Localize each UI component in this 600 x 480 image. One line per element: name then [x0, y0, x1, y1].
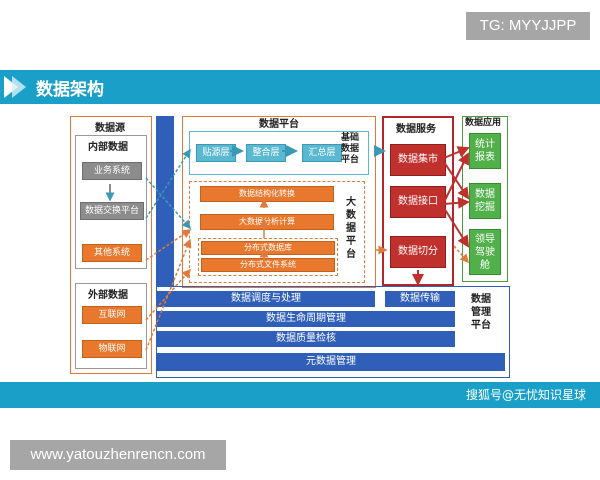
source-business-system: 业务系统: [82, 162, 142, 180]
bigdata-platform-label: 大 数 据 平 台: [346, 197, 356, 260]
service-data-interface: 数据接口: [390, 186, 446, 218]
bar-scheduling: 数据调度与处理: [157, 291, 375, 307]
watermark-url: www.yatouzhenrencn.com: [10, 440, 226, 470]
app-statistics-report: 统计 报表: [469, 133, 501, 169]
slide-header: 数据架构: [0, 70, 600, 104]
app-leader-cockpit: 领导 驾驶 舱: [469, 229, 501, 275]
internal-title: 内部数据: [88, 142, 128, 153]
services-panel: 数据服务 数据集市 数据接口 数据切分: [382, 116, 454, 286]
platform-title: 数据平台: [259, 119, 299, 130]
source-internet: 互联网: [82, 306, 142, 324]
bar-lifecycle: 数据生命周期管理: [157, 311, 455, 327]
slide-footer: 搜狐号@无忧知识星球: [0, 382, 600, 408]
external-title: 外部数据: [88, 290, 128, 301]
basic-platform-group: 贴源层 整合层 汇总层: [189, 131, 369, 175]
slide-title: 数据架构: [36, 80, 104, 100]
connector-lines: [105, 116, 470, 351]
layer-summary: 汇总层: [302, 144, 342, 162]
services-title: 数据服务: [396, 124, 436, 135]
platform-panel: 数据平台 贴源层 整合层 汇总层 基础 数据 平台 数据结构化转换 大数据分析计…: [182, 116, 376, 288]
bar-transfer: 数据传输: [385, 291, 455, 307]
service-data-mart: 数据集市: [390, 144, 446, 176]
spine-bar: [156, 116, 174, 286]
sources-title: 数据源: [95, 123, 125, 134]
source-iot: 物联网: [82, 340, 142, 358]
source-exchange-platform: 数据交换平台: [80, 202, 144, 220]
management-panel: 数据调度与处理 数据传输 数据生命周期管理 数据质量检核 元数据管理 数据 管理…: [156, 286, 510, 378]
bigdata-group: 数据结构化转换 大数据分析计算 分布式数据库 分布式文件系统 大 数 据 平 台: [189, 181, 365, 283]
basic-platform-label: 基础 数据 平台: [341, 133, 360, 165]
internal-group: 内部数据 业务系统 数据交换平台 其他系统: [75, 135, 147, 269]
apps-title: 数据应用: [465, 118, 502, 128]
management-label: 数据 管理 平台: [471, 294, 491, 331]
slide: 数据架构 数据源 内部数据 业务系统 数据交换平台 其他系统 外部数据 互联网 …: [0, 70, 600, 408]
layer-integration: 整合层: [246, 144, 286, 162]
external-group: 外部数据 互联网 物联网: [75, 283, 147, 369]
footer-source: 搜狐号@无忧知识星球: [465, 388, 586, 402]
sources-panel: 数据源 内部数据 业务系统 数据交换平台 其他系统 外部数据 互联网 物联网: [70, 116, 152, 374]
service-data-split: 数据切分: [390, 236, 446, 268]
tg-label: TG: MYYJJPP: [466, 12, 590, 40]
bar-quality: 数据质量检核: [157, 331, 455, 347]
distributed-fs: 分布式文件系统: [201, 258, 335, 272]
source-other-systems: 其他系统: [82, 244, 142, 262]
app-data-mining: 数据 挖掘: [469, 183, 501, 219]
bar-metadata: 元数据管理: [157, 353, 505, 371]
logo-icon: [4, 76, 26, 98]
distributed-group: 分布式数据库 分布式文件系统: [198, 238, 338, 276]
